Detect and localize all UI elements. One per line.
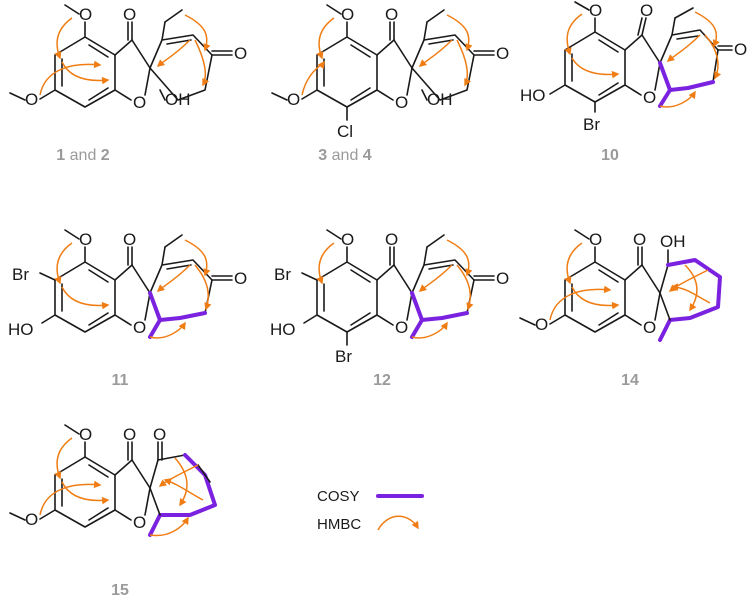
structure-compound-1-2: O O O O O OH 1 and 2 bbox=[9, 4, 247, 164]
compound-joiner: and bbox=[327, 147, 363, 164]
methoxy-oxygen-top: O bbox=[341, 5, 354, 24]
methoxy-oxygen-left: O bbox=[25, 90, 38, 109]
methoxy-oxygen-top: O bbox=[589, 1, 602, 20]
enone-oxygen: O bbox=[234, 44, 247, 63]
methoxy-oxygen-left: O bbox=[535, 315, 548, 334]
compound-number: 3 bbox=[318, 147, 327, 164]
furan-oxygen: O bbox=[133, 93, 146, 112]
structure-compound-11: O O O Br HO O 11 bbox=[8, 229, 247, 389]
ketone-oxygen: O bbox=[123, 230, 136, 249]
hmbc-arrows bbox=[564, 11, 722, 108]
bromo-substituent-top: Br bbox=[274, 265, 291, 284]
compound-number-b: 2 bbox=[101, 147, 110, 164]
ketone-oxygen: O bbox=[123, 5, 136, 24]
benzofuranone-core bbox=[39, 21, 151, 108]
hmbc-arrows bbox=[549, 242, 711, 321]
compound-number: 10 bbox=[601, 147, 619, 164]
legend-cosy-label: COSY bbox=[317, 488, 360, 505]
hydroxyl-label: OH bbox=[165, 90, 191, 109]
enone-oxygen: O bbox=[496, 44, 509, 63]
ketone-oxygen: O bbox=[385, 5, 398, 24]
compound-joiner: and bbox=[65, 147, 101, 164]
hydroxyl-label: HO bbox=[520, 86, 546, 105]
enone-oxygen: O bbox=[234, 269, 247, 288]
cyclohexenone-ring bbox=[149, 9, 233, 101]
ketone-oxygen: O bbox=[385, 230, 398, 249]
ring-ketone-oxygen: O bbox=[153, 425, 166, 444]
cosy-spin-system bbox=[666, 258, 722, 322]
hydroxyl-label: HO bbox=[8, 320, 34, 339]
furan-oxygen: O bbox=[643, 318, 656, 337]
structure-compound-14: O O O O OH 14 bbox=[519, 229, 722, 389]
hmbc-arrows bbox=[54, 239, 212, 339]
bromo-substituent: Br bbox=[12, 265, 29, 284]
compound-number: 1 bbox=[56, 147, 65, 164]
cosy-bond-methyl bbox=[658, 318, 672, 342]
methoxy-oxygen-top: O bbox=[79, 230, 92, 249]
methoxy-oxygen-top: O bbox=[341, 230, 354, 249]
hydroxyl-label: OH bbox=[427, 90, 453, 109]
legend-hmbc-swatch bbox=[377, 515, 419, 531]
cosy-spin-system bbox=[158, 453, 217, 517]
cosy-bond-methyl bbox=[658, 88, 672, 108]
cosy-bond bbox=[658, 61, 715, 92]
enone-oxygen: O bbox=[734, 40, 747, 59]
hmbc-arrows bbox=[316, 239, 474, 339]
legend-hmbc-label: HMBC bbox=[317, 516, 361, 533]
furan-oxygen: O bbox=[643, 88, 656, 107]
hydroxyl-label: HO bbox=[270, 320, 296, 339]
compound-number: 15 bbox=[111, 582, 129, 599]
structure-compound-12: O O O Br HO Br O 12 bbox=[270, 229, 509, 389]
hydroxyl-label: OH bbox=[660, 232, 686, 251]
ketone-oxygen: O bbox=[640, 1, 653, 20]
cosy-bond bbox=[410, 291, 469, 322]
bromo-substituent: Br bbox=[583, 115, 600, 134]
compound-number: 14 bbox=[621, 372, 639, 389]
methoxy-oxygen-left: O bbox=[25, 510, 38, 529]
svg-text:1 and 2: 1 and 2 bbox=[56, 147, 110, 164]
chloro-substituent: Cl bbox=[337, 122, 353, 141]
bromo-substituent-bottom: Br bbox=[335, 347, 352, 366]
structure-compound-15: O O O O O 15 bbox=[9, 424, 217, 599]
compound-number: 11 bbox=[112, 372, 129, 389]
cosy-bond-methyl bbox=[148, 513, 162, 537]
compound-number: 12 bbox=[373, 372, 391, 389]
methoxy-oxygen-left: O bbox=[287, 90, 300, 109]
enone-oxygen: O bbox=[496, 269, 509, 288]
furan-oxygen: O bbox=[395, 318, 408, 337]
hmbc-arrows bbox=[39, 14, 211, 96]
cosy-bond-methyl bbox=[148, 318, 162, 339]
furan-oxygen: O bbox=[395, 93, 408, 112]
compound-label: 1 and 2 bbox=[56, 147, 110, 164]
hmbc-arrows bbox=[301, 14, 473, 96]
hmbc-arrows bbox=[39, 437, 204, 537]
compound-number-b: 4 bbox=[363, 147, 372, 164]
ketone-oxygen: O bbox=[123, 425, 136, 444]
svg-text:3 and 4: 3 and 4 bbox=[318, 147, 372, 164]
methoxy-oxygen-top: O bbox=[79, 5, 92, 24]
cosy-bond bbox=[148, 291, 207, 322]
structure-compound-3-4: O O O O Cl O OH 3 and 4 bbox=[271, 4, 509, 164]
furan-oxygen: O bbox=[133, 513, 146, 532]
furan-oxygen: O bbox=[133, 318, 146, 337]
legend: COSY HMBC bbox=[317, 488, 424, 533]
cosy-bond-methyl bbox=[410, 318, 424, 339]
ketone-oxygen: O bbox=[633, 230, 646, 249]
structure-compound-10: O O O HO Br O 10 bbox=[520, 1, 747, 164]
methoxy-oxygen-top: O bbox=[589, 230, 602, 249]
methoxy-oxygen-top: O bbox=[79, 425, 92, 444]
